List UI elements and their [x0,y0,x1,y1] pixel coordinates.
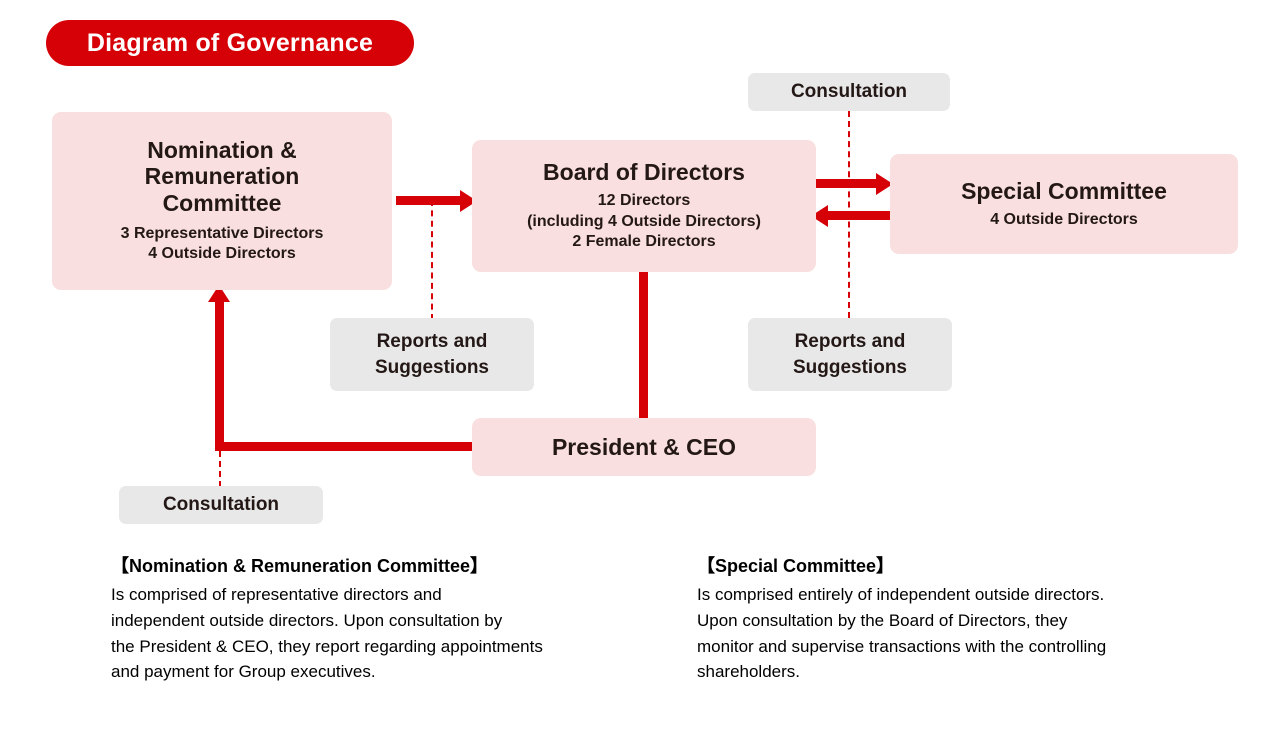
node-nomination-remuneration-committee: Nomination & Remuneration Committee 3 Re… [52,112,392,290]
node-special-committee: Special Committee 4 Outside Directors [890,154,1238,254]
label-reports-and-suggestions-right: Reports and Suggestions [748,318,952,391]
node-special-subtitle: 4 Outside Directors [990,210,1138,228]
label-consultation-top-text: Consultation [790,81,908,103]
dashed-connector-board-reports-left [431,200,433,320]
note-nomination-remuneration-committee: 【Nomination & Remuneration Committee】 Is… [111,553,611,685]
label-reports-and-suggestions-left: Reports and Suggestions [330,318,534,391]
label-consultation-top: Consultation [748,73,950,111]
page-title: Diagram of Governance [86,28,374,57]
connector-line-special-to-board [828,211,890,220]
note-special-body: Is comprised entirely of independent out… [697,585,1107,682]
arrowhead-board-to-special [876,173,893,195]
dashed-connector-president-consultation [219,451,221,487]
connector-line-nomination-to-board [396,196,462,205]
label-consultation-bottom-text: Consultation [162,494,280,516]
node-president-title: President & CEO [551,433,737,460]
node-board-title: Board of Directors [543,159,745,186]
note-nomination-body: Is comprised of representative directors… [111,585,543,682]
label-reports-and-suggestions-left-text: Reports and Suggestions [374,330,489,378]
label-reports-and-suggestions-right-text: Reports and Suggestions [792,330,907,378]
node-board-subtitle: 12 Directors (including 4 Outside Direct… [527,192,761,251]
node-special-title: Special Committee [961,177,1167,204]
node-president-ceo: President & CEO [472,418,816,476]
connector-line-president-to-nomination-vertical [215,300,224,447]
note-special-committee: 【Special Committee】 Is comprised entirel… [697,553,1197,685]
note-special-heading: 【Special Committee】 [697,556,895,576]
connector-line-board-to-president [639,268,648,422]
node-nomination-title: Nomination & Remuneration Committee [144,137,300,216]
node-nomination-subtitle: 3 Representative Directors 4 Outside Dir… [120,224,324,263]
page-title-pill: Diagram of Governance [46,20,414,66]
note-nomination-heading: 【Nomination & Remuneration Committee】 [111,556,489,576]
label-consultation-bottom: Consultation [119,486,323,524]
connector-line-president-to-nomination-horizontal [215,442,477,451]
connector-line-board-to-special [816,179,878,188]
node-board-of-directors: Board of Directors 12 Directors (includi… [472,140,816,272]
